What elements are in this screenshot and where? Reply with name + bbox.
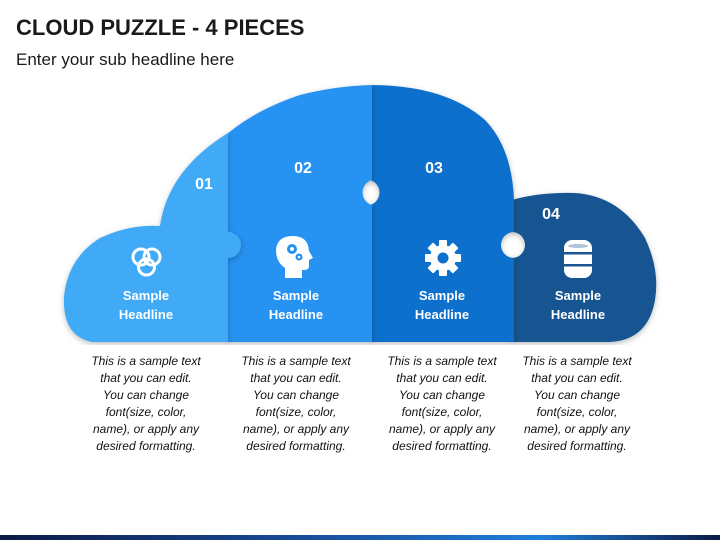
desc-line: that you can edit. bbox=[250, 371, 342, 385]
piece-headline-2-line1: Sample bbox=[273, 288, 319, 303]
desc-line: This is a sample text bbox=[241, 354, 351, 368]
desc-line: This is a sample text bbox=[387, 354, 497, 368]
desc-line: This is a sample text bbox=[91, 354, 201, 368]
page-title: CLOUD PUZZLE - 4 PIECES bbox=[16, 15, 305, 40]
desc-line: name), or apply any bbox=[388, 422, 496, 436]
puzzle-piece-1 bbox=[63, 133, 241, 342]
piece-number-1: 01 bbox=[195, 176, 213, 193]
desc-line: font(size, color, bbox=[105, 405, 187, 419]
desc-line: font(size, color, bbox=[536, 405, 618, 419]
piece-headline-4-line1: Sample bbox=[555, 288, 601, 303]
puzzle-piece-2 bbox=[226, 85, 372, 342]
gear-icon bbox=[425, 240, 461, 276]
puzzle-piece-3 bbox=[370, 85, 514, 342]
desc-line: You can change bbox=[252, 388, 340, 402]
piece-headline-3-line1: Sample bbox=[419, 288, 465, 303]
piece-description-2: This is a sample text that you can edit.… bbox=[226, 353, 366, 455]
desc-line: You can change bbox=[398, 388, 486, 402]
page-subtitle: Enter your sub headline here bbox=[16, 50, 235, 69]
desc-line: This is a sample text bbox=[522, 354, 632, 368]
desc-line: that you can edit. bbox=[531, 371, 623, 385]
desc-line: desired formatting. bbox=[246, 439, 346, 453]
desc-line: You can change bbox=[102, 388, 190, 402]
piece-headline-3-line2: Headline bbox=[415, 307, 469, 322]
desc-line: that you can edit. bbox=[396, 371, 488, 385]
piece-headline-4-line2: Headline bbox=[551, 307, 605, 322]
piece-description-1: This is a sample text that you can edit.… bbox=[76, 353, 216, 455]
desc-line: You can change bbox=[533, 388, 621, 402]
venn-diagram-icon bbox=[131, 247, 162, 277]
bottom-accent-bar bbox=[0, 535, 720, 540]
desc-line: name), or apply any bbox=[242, 422, 350, 436]
desc-line: desired formatting. bbox=[392, 439, 492, 453]
piece-description-3: This is a sample text that you can edit.… bbox=[372, 353, 512, 455]
piece-headline-2-line2: Headline bbox=[269, 307, 323, 322]
piece-headline-1-line2: Headline bbox=[119, 307, 173, 322]
desc-line: font(size, color, bbox=[401, 405, 483, 419]
head-gears-icon bbox=[276, 236, 313, 278]
cloud-puzzle-diagram: 01 02 03 04 Sample Headline Sample bbox=[63, 85, 657, 342]
database-icon bbox=[564, 240, 592, 278]
piece-number-3: 03 bbox=[425, 160, 443, 177]
desc-line: desired formatting. bbox=[96, 439, 196, 453]
piece-number-2: 02 bbox=[294, 160, 312, 177]
desc-line: desired formatting. bbox=[527, 439, 627, 453]
desc-line: font(size, color, bbox=[255, 405, 337, 419]
desc-line: that you can edit. bbox=[100, 371, 192, 385]
piece-description-4: This is a sample text that you can edit.… bbox=[507, 353, 647, 455]
desc-line: name), or apply any bbox=[523, 422, 631, 436]
desc-line: name), or apply any bbox=[92, 422, 200, 436]
piece-headline-1-line1: Sample bbox=[123, 288, 169, 303]
piece-number-4: 04 bbox=[542, 206, 560, 223]
